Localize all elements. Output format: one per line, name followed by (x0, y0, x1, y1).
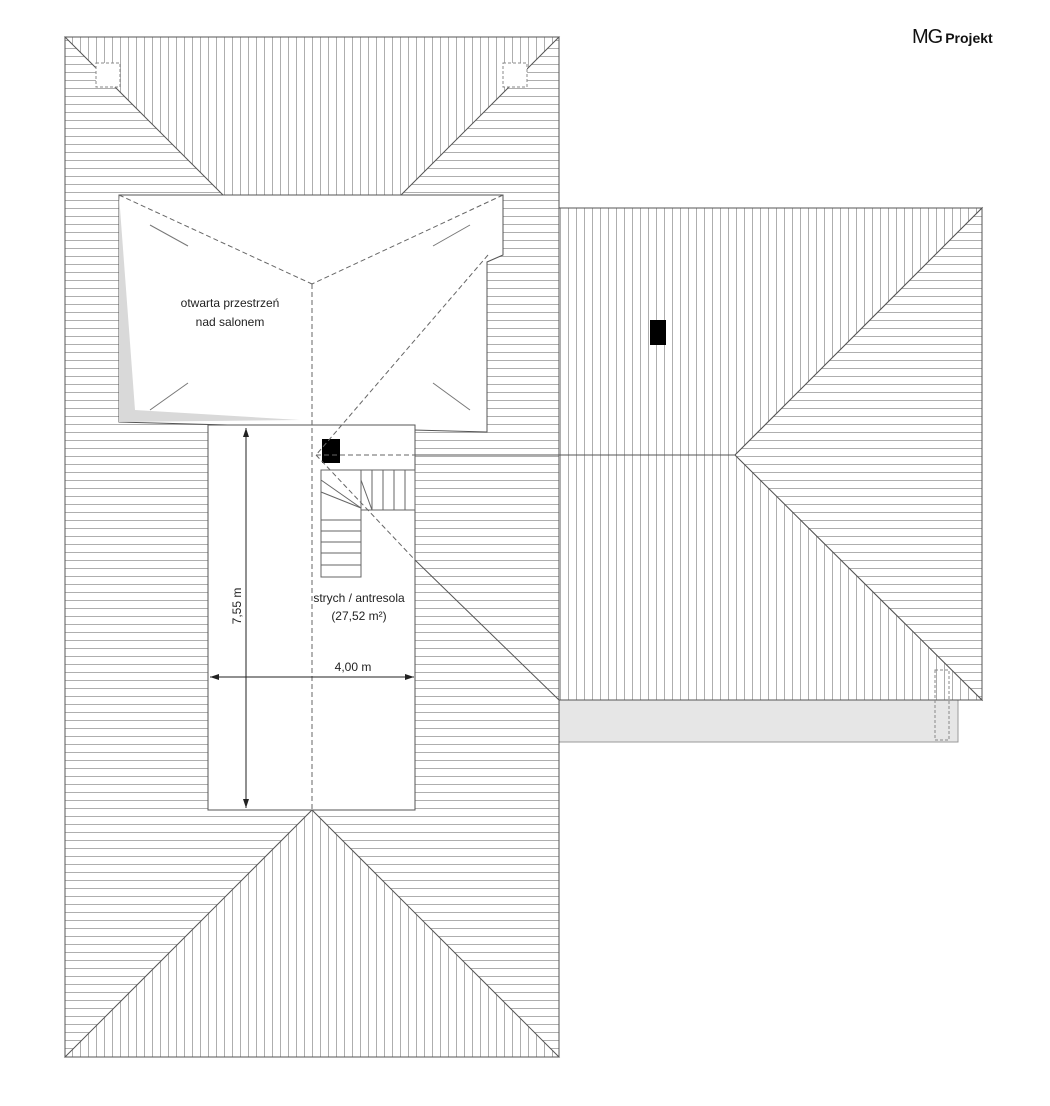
chimney (650, 320, 666, 345)
roof-slope-east (734, 206, 983, 702)
attic-area-label: (27,52 m²) (331, 609, 386, 623)
open-space-area (118, 194, 504, 433)
dimension-width: 4,00 m (210, 660, 414, 680)
skylight (934, 669, 950, 741)
roof-slope-south-end (63, 809, 561, 1058)
skylight (502, 62, 528, 88)
chimney (322, 439, 340, 463)
open-space-label: nad salonem (196, 315, 265, 329)
dimension-height: 7,55 m (230, 428, 249, 808)
attic-label: strych / antresola (313, 591, 405, 605)
open-space-label: otwarta przestrzeń (181, 296, 280, 310)
skylight (95, 62, 121, 88)
hidden-lines (118, 194, 504, 810)
dimension-height-label: 7,55 m (230, 588, 244, 625)
logo-name: Projekt (945, 30, 993, 46)
eave-shade (558, 699, 959, 743)
dimension-width-label: 4,00 m (335, 660, 372, 674)
staircase (320, 469, 416, 578)
roof-slope-north-end (63, 36, 561, 285)
logo-brand: MG (912, 26, 943, 48)
